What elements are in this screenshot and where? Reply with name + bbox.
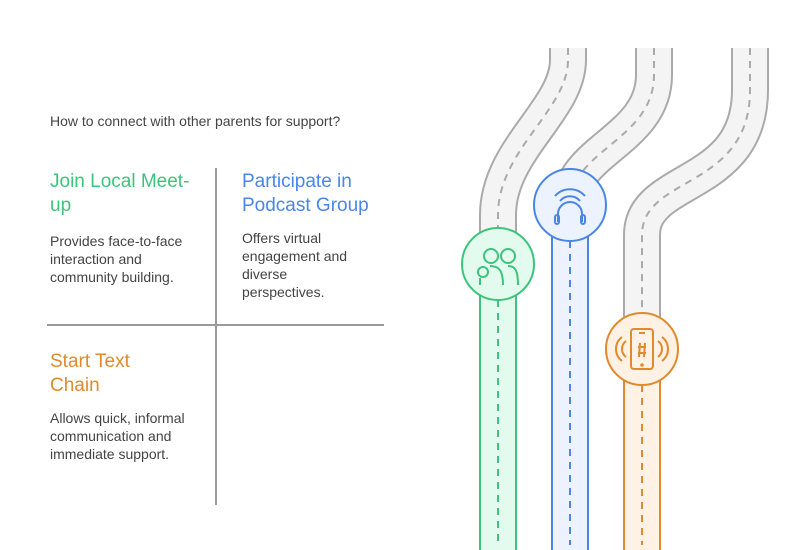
phone-hashtag-icon <box>605 312 679 386</box>
people-icon <box>461 227 535 301</box>
meetup-title: Join Local Meet-up <box>50 171 190 216</box>
headphones-icon <box>533 168 607 242</box>
road-textchain <box>623 48 769 349</box>
podcast-desc: Offers virtual engagement and diverse pe… <box>242 230 348 300</box>
lane-podcast <box>551 204 589 550</box>
question-title: How to connect with other parents for su… <box>50 113 341 129</box>
podcast-title: Participate in Podcast Group <box>242 171 369 216</box>
meetup-desc: Provides face-to-face interaction and co… <box>50 233 183 285</box>
lane-meetup <box>479 263 517 550</box>
road-meetup <box>479 48 587 264</box>
textchain-title: Start Text Chain <box>50 351 130 396</box>
textchain-desc: Allows quick, informal communication and… <box>50 410 185 462</box>
